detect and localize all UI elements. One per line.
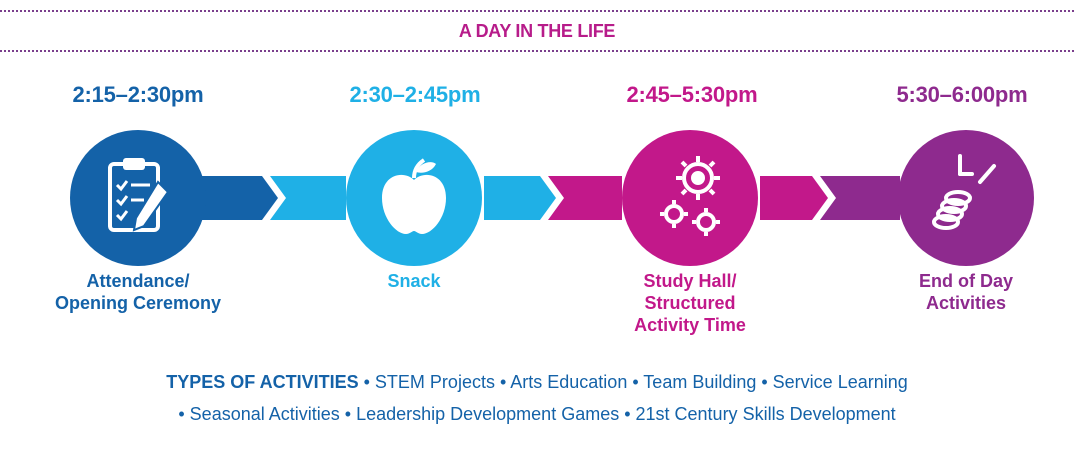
activities-items-1: • STEM Projects • Arts Education • Team … — [363, 372, 908, 392]
activities-line-1: TYPES OF ACTIVITIES • STEM Projects • Ar… — [0, 372, 1074, 393]
step-2-circle — [346, 130, 482, 266]
connector-2-to-3-light — [484, 176, 556, 220]
activities-line-2: • Seasonal Activities • Leadership Devel… — [0, 404, 1074, 425]
step-1-label: Attendance/ Opening Ceremony — [18, 270, 258, 314]
step-1-time: 2:15–2:30pm — [72, 82, 204, 107]
connector-3-to-4-purple — [820, 176, 900, 220]
step-3-label-line: Activity Time — [634, 315, 746, 335]
header-title: A DAY IN THE LIFE — [458, 21, 616, 41]
step-4-label-line: End of Day — [918, 271, 1013, 291]
apple-icon — [382, 158, 446, 234]
connector-1-to-2-light — [270, 176, 346, 220]
step-3-label-line: Structured — [644, 293, 736, 313]
connector-1-to-2-dark — [200, 176, 278, 220]
activities-items-2: • Seasonal Activities • Leadership Devel… — [178, 404, 896, 424]
step-2-label: Snack — [294, 270, 534, 292]
step-4-label-line: Activities — [925, 293, 1007, 313]
step-3-label-line: Study Hall/ — [643, 271, 737, 291]
connector-2-to-3-magenta — [548, 176, 622, 220]
step-2-label-line: Snack — [387, 271, 441, 291]
step-2-time: 2:30–2:45pm — [349, 82, 481, 107]
step-1-label-line: Opening Ceremony — [54, 293, 222, 313]
gears-icon — [660, 156, 720, 236]
activities-heading: TYPES OF ACTIVITIES — [166, 372, 359, 392]
step-4-time: 5:30–6:00pm — [896, 82, 1028, 107]
connector-3-to-4-magenta — [760, 176, 828, 220]
step-4-circle — [898, 130, 1034, 266]
step-1-circle — [70, 130, 206, 266]
title-dotted-rule — [0, 50, 1074, 52]
step-3-label: Study Hall/ Structured Activity Time — [570, 270, 810, 336]
slinky-stairs-icon — [932, 154, 996, 230]
clipboard-checklist-icon — [108, 158, 170, 232]
top-dotted-rule — [0, 10, 1074, 12]
step-4-label: End of Day Activities — [846, 270, 1074, 314]
step-3-circle — [622, 130, 758, 266]
step-1-label-line: Attendance/ — [86, 271, 190, 291]
step-3-time: 2:45–5:30pm — [626, 82, 758, 107]
